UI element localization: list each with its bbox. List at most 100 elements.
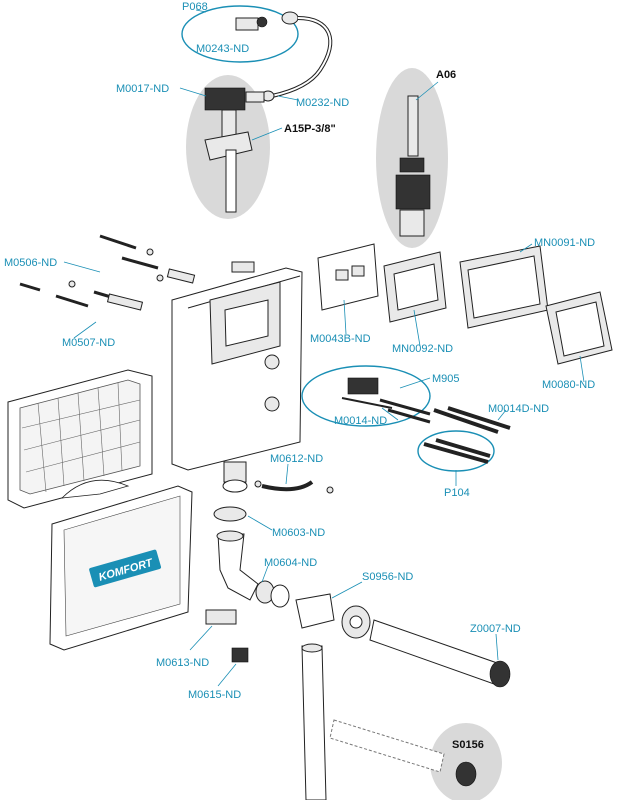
label-mn0091: MN0091-ND bbox=[534, 237, 595, 249]
brand-badge-bg bbox=[89, 549, 162, 588]
label-s0156: S0156 bbox=[452, 739, 484, 751]
label-m0507: M0507-ND bbox=[62, 337, 115, 349]
clamp-m0612 bbox=[261, 480, 314, 492]
button-plates bbox=[317, 243, 613, 365]
frame-mn0092-inner bbox=[393, 263, 439, 311]
mounting-bolts-group bbox=[19, 234, 196, 311]
clamp-bolt-1 bbox=[254, 480, 262, 488]
fill-valve-tube bbox=[225, 149, 237, 213]
p068-ellipse bbox=[181, 5, 299, 63]
label-z0007: Z0007-ND bbox=[470, 623, 521, 635]
label-a15p: A15P-3/8" bbox=[284, 123, 336, 135]
flush-valve-body bbox=[395, 174, 431, 210]
rod-p104-1 bbox=[423, 442, 489, 464]
grid-lines bbox=[21, 382, 141, 493]
drop-pipe bbox=[301, 645, 327, 800]
rod-p104-2 bbox=[435, 438, 491, 458]
screw-1 bbox=[19, 282, 41, 292]
cistern-inner-opening bbox=[224, 299, 269, 347]
leader-lines bbox=[63, 9, 585, 687]
bolt-1 bbox=[99, 234, 137, 250]
cistern-hole-1 bbox=[264, 354, 280, 370]
cistern-outlet-ring bbox=[222, 479, 248, 493]
flush-valve-base bbox=[399, 209, 425, 237]
linkage-bracket bbox=[347, 377, 379, 395]
label-m0615: M0615-ND bbox=[188, 689, 241, 701]
linkage-group bbox=[301, 365, 511, 472]
washer-2 bbox=[156, 274, 164, 282]
cistern-hole-2 bbox=[264, 396, 280, 412]
label-m0506: M0506-ND bbox=[4, 257, 57, 269]
label-m0604: M0604-ND bbox=[264, 557, 317, 569]
label-m0603: M0603-ND bbox=[272, 527, 325, 539]
angle-valve bbox=[235, 17, 259, 31]
fill-valve-head bbox=[204, 87, 246, 111]
label-p068: P068 bbox=[182, 1, 208, 13]
cistern-frame bbox=[171, 261, 303, 493]
label-m0043b: M0043B-ND bbox=[310, 333, 371, 345]
seal-s0156 bbox=[455, 761, 477, 787]
label-a06: A06 bbox=[436, 69, 456, 81]
label-m0612: M0612-ND bbox=[270, 453, 323, 465]
cistern-cap bbox=[231, 261, 255, 273]
label-m0080: M0080-ND bbox=[542, 379, 595, 391]
seal-m0604-2 bbox=[270, 584, 290, 608]
connector-pipe bbox=[295, 593, 335, 629]
valve-knob bbox=[256, 16, 268, 28]
grid-panel bbox=[7, 369, 153, 509]
seal-z0007 bbox=[489, 660, 511, 688]
linkage-rod-1 bbox=[341, 397, 393, 409]
part-labels: P068 M0243-ND M0017-ND M0232-ND A06 A15P… bbox=[4, 1, 595, 751]
label-m0243: M0243-ND bbox=[196, 43, 249, 55]
drop-pipe-top bbox=[301, 643, 323, 653]
rod-m0014d-2 bbox=[447, 406, 511, 430]
flush-valve-collar bbox=[399, 157, 425, 173]
elbow-top bbox=[216, 530, 244, 542]
hose-nut-top bbox=[281, 11, 299, 25]
part-m0615 bbox=[231, 647, 249, 663]
flush-valve-rod bbox=[407, 95, 419, 157]
fill-valve-float bbox=[204, 131, 253, 161]
grid-panel-notch bbox=[60, 479, 130, 499]
part-m0613 bbox=[205, 609, 237, 625]
label-m0613: M0613-ND bbox=[156, 657, 209, 669]
label-m0014: M0014-ND bbox=[334, 415, 387, 427]
label-m0014d: M0014D-ND bbox=[488, 403, 549, 415]
washer-1 bbox=[146, 248, 154, 256]
plate-m0043b-btn2 bbox=[351, 265, 365, 277]
m905-ellipse bbox=[301, 365, 431, 427]
label-m0232: M0232-ND bbox=[296, 97, 349, 109]
cistern-outlet bbox=[223, 461, 247, 483]
fill-valve-inlet bbox=[245, 91, 265, 103]
label-m905: M905 bbox=[432, 373, 460, 385]
label-m0017: M0017-ND bbox=[116, 83, 169, 95]
washer-3 bbox=[68, 280, 76, 288]
plumbing-group bbox=[213, 480, 511, 800]
label-s0956: S0956-ND bbox=[362, 571, 413, 583]
front-cover: KOMFORT bbox=[49, 485, 193, 651]
bracket-2 bbox=[106, 293, 144, 311]
label-p104: P104 bbox=[444, 487, 470, 499]
flange-s0956-hole bbox=[349, 615, 363, 629]
elbow-pipe bbox=[217, 533, 259, 601]
optional-pipe bbox=[329, 719, 445, 773]
rod-m0014d-1 bbox=[433, 408, 499, 434]
bracket-1 bbox=[166, 268, 196, 284]
label-mn0092: MN0092-ND bbox=[392, 343, 453, 355]
screw-2 bbox=[55, 294, 89, 308]
fill-valve bbox=[204, 87, 265, 213]
bolt-2 bbox=[121, 256, 159, 270]
clamp-bolt-2 bbox=[326, 486, 334, 494]
rod-2 bbox=[387, 408, 431, 424]
valve-hose-group bbox=[181, 5, 333, 102]
flex-hose-inner bbox=[271, 17, 332, 97]
plate-m0043b-btn1 bbox=[335, 269, 349, 281]
frame-m0080-inner bbox=[555, 301, 605, 357]
rod-1 bbox=[379, 398, 431, 416]
flush-valve bbox=[395, 95, 431, 237]
ring-m0603 bbox=[213, 506, 247, 522]
box-mn0091-inner bbox=[467, 255, 541, 319]
flex-hose bbox=[271, 16, 333, 98]
